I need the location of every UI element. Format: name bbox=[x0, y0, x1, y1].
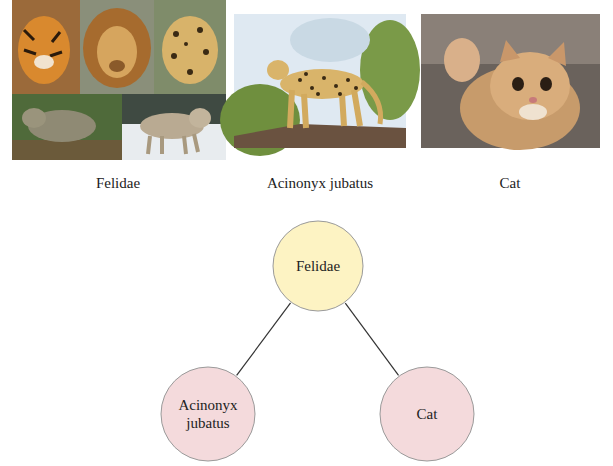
category-circle: Cat bbox=[379, 366, 475, 462]
felidae-collage bbox=[12, 0, 226, 160]
circle-outline bbox=[160, 366, 256, 462]
tree-edge bbox=[237, 303, 291, 376]
category-circle: Felidae bbox=[272, 220, 364, 312]
cheetah-photo bbox=[220, 14, 420, 156]
node-label: Felidae bbox=[296, 257, 340, 275]
photo-caption: Acinonyx jubatus bbox=[267, 174, 373, 192]
category-circle: Acinonyx jubatus bbox=[160, 366, 256, 462]
node-label: Cat bbox=[417, 405, 438, 423]
node-label: Acinonyx jubatus bbox=[171, 396, 245, 432]
kitten-photo bbox=[421, 14, 600, 150]
photo-caption: Felidae bbox=[96, 174, 140, 192]
photo-caption: Cat bbox=[500, 174, 521, 192]
tree-edge bbox=[345, 303, 398, 375]
